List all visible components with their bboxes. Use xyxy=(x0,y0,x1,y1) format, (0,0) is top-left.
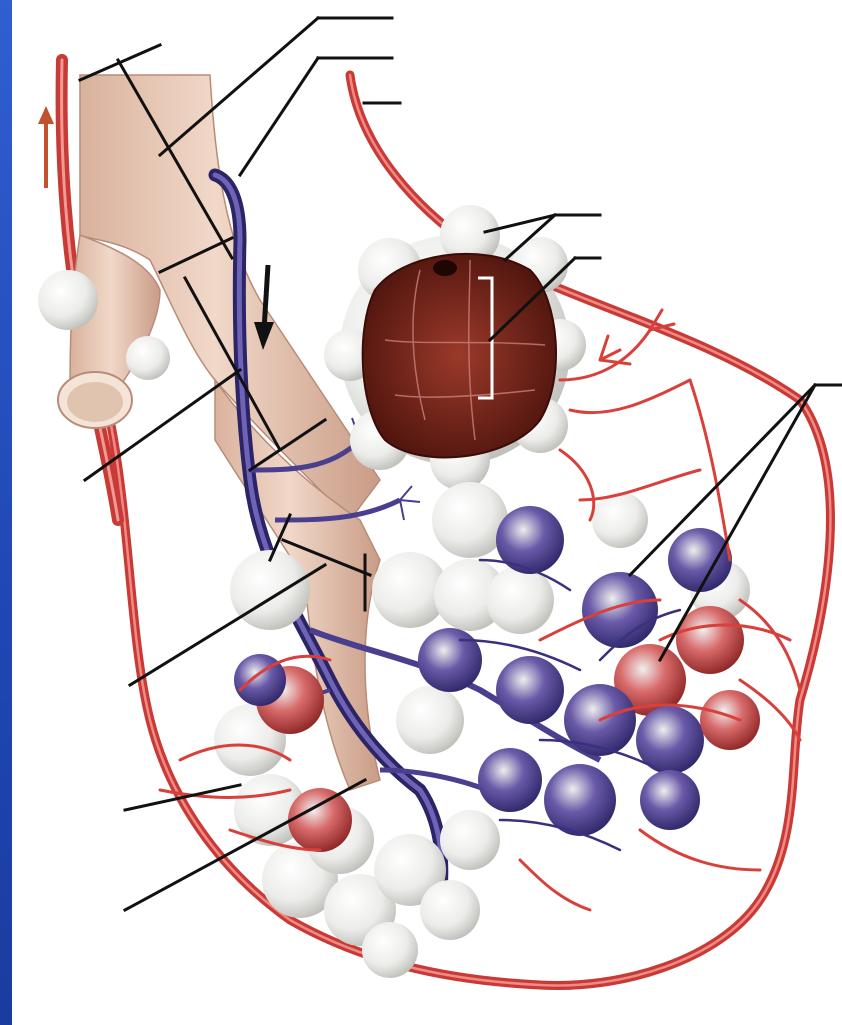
alveolus xyxy=(38,270,98,330)
alveolus xyxy=(126,336,170,380)
blood-flow-up-arrow-icon xyxy=(38,106,54,188)
bronchiole-cut-lumen xyxy=(67,382,123,422)
alveolar-sac-cutaway xyxy=(324,205,586,490)
